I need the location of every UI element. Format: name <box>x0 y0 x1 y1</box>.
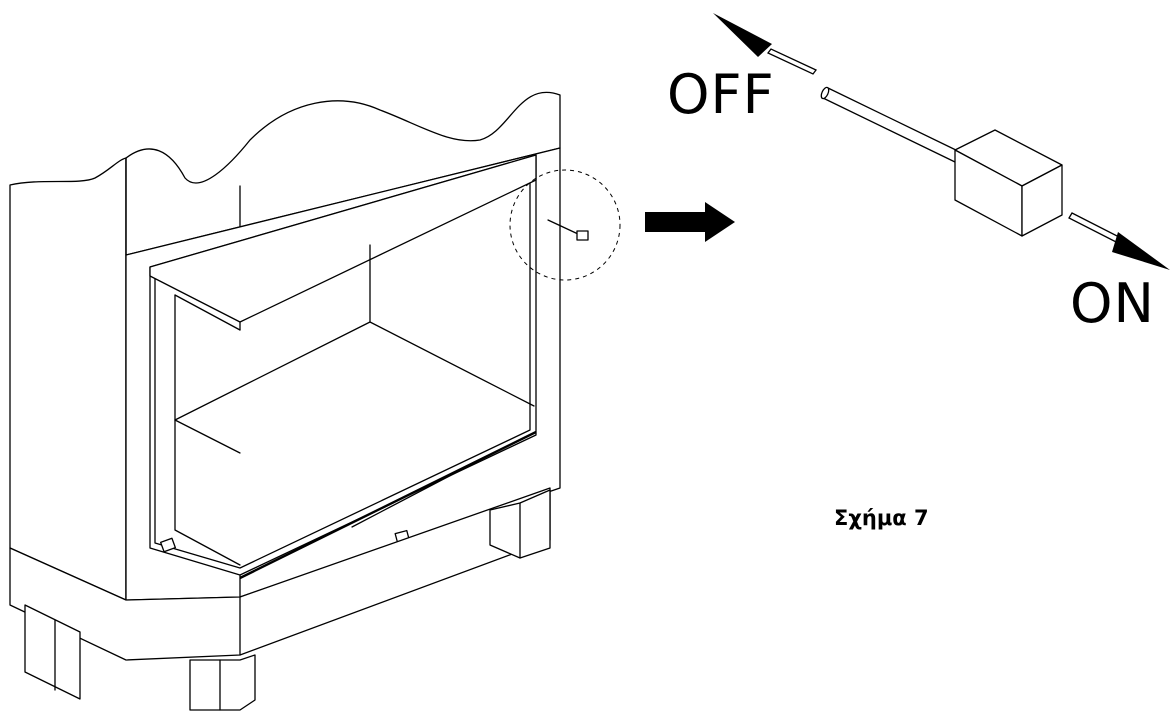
fireplace-left-wall <box>9 157 127 601</box>
arrow-down-right-icon <box>1068 212 1170 270</box>
detail-circle <box>509 169 621 281</box>
lever-rod <box>822 87 961 163</box>
off-label: OFF <box>667 63 775 126</box>
right-arrow-icon <box>645 202 735 242</box>
fireplace-leg-center <box>189 654 256 711</box>
on-label: ON <box>1070 272 1155 335</box>
fireplace-drawing <box>9 91 621 711</box>
arrow-up-left-icon <box>713 13 818 75</box>
fireplace-hood <box>125 91 561 256</box>
lever-detail <box>713 13 1170 270</box>
lever-knob <box>954 129 1063 237</box>
fireplace-leg-left <box>24 604 81 700</box>
figure-caption: Σχήμα 7 <box>834 506 929 530</box>
